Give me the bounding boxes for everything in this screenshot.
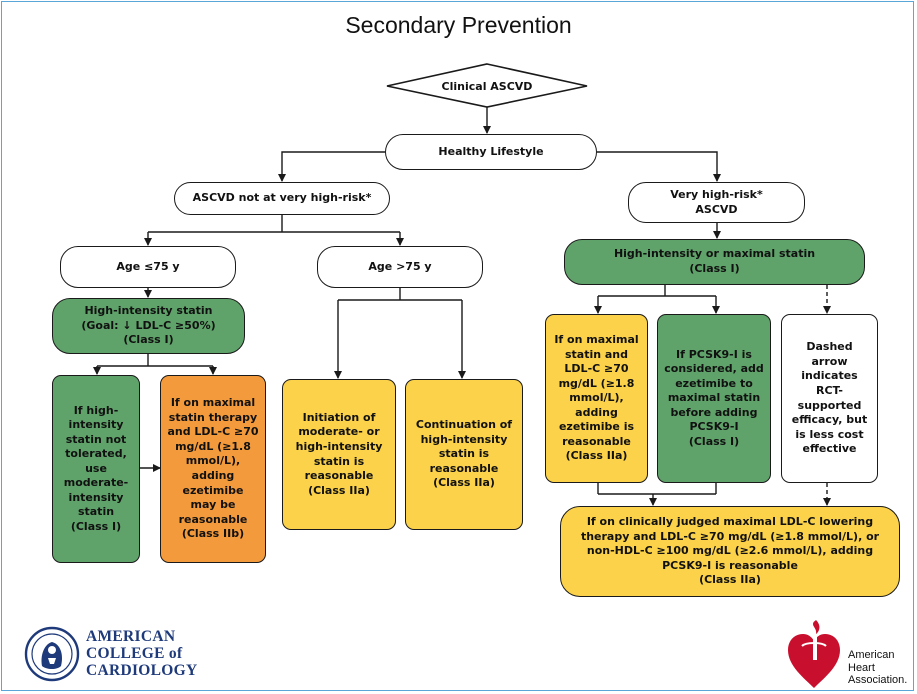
- pcsk9-considered-node: If PCSK9-I is considered, add ezetimibe …: [657, 314, 771, 483]
- node-line: (Goal: ↓ LDL-C ≥50%): [81, 318, 216, 332]
- not-very-high-risk-node: ASCVD not at very high-risk*: [174, 182, 390, 215]
- node-line: (Class I): [70, 519, 122, 533]
- node-line: reasonable: [429, 461, 499, 475]
- clinical-ascvd-diamond: [386, 63, 588, 108]
- node-line: ezetimibe to: [675, 376, 753, 390]
- node-line: high-intensity: [295, 439, 383, 453]
- healthy-lifestyle-node: Healthy Lifestyle: [385, 134, 597, 170]
- node-line: adding: [575, 405, 618, 419]
- high-or-max-statin-node: High-intensity or maximal statin (Class …: [564, 239, 865, 285]
- node-line: statin: [77, 505, 115, 519]
- node-line: (Class IIa): [565, 449, 628, 463]
- aha-logo: American Heart Association.: [782, 616, 912, 692]
- node-line: is less cost: [795, 427, 864, 441]
- age-gt75-node: Age >75 y: [317, 246, 483, 288]
- node-line: moderate-: [63, 476, 129, 490]
- node-line: (Class I): [688, 434, 740, 448]
- node-line: statin is: [313, 454, 365, 468]
- node-line: If on maximal: [554, 333, 639, 347]
- node-line: before adding: [670, 405, 758, 419]
- node-line: (Class I): [123, 333, 174, 347]
- continuation-high-node: Continuation of high-intensity statin is…: [405, 379, 523, 530]
- node-line: reasonable: [562, 434, 631, 448]
- node-line: use: [85, 461, 107, 475]
- initiation-moderate-node: Initiation of moderate- or high-intensit…: [282, 379, 396, 530]
- arrow-lifestyle-to-very-high: [597, 151, 721, 182]
- aha-logo-line: Association.: [848, 674, 908, 686]
- node-line: (Class IIa): [433, 476, 495, 490]
- pcsk9-final-node: If on clinically judged maximal LDL-C lo…: [560, 506, 900, 597]
- node-line: arrow: [811, 354, 848, 368]
- aha-heart-torch-icon: [788, 620, 840, 688]
- node-line: Continuation of: [415, 418, 513, 432]
- node-line: reasonable: [178, 512, 248, 526]
- acc-logo-line: CARDIOLOGY: [86, 662, 198, 679]
- node-line: intensity: [68, 490, 124, 504]
- node-line: high-intensity: [420, 432, 508, 446]
- acc-logo: AMERICAN COLLEGE of CARDIOLOGY: [24, 626, 214, 686]
- diagram-title: Secondary Prevention: [345, 12, 572, 38]
- node-line: may be: [190, 498, 236, 512]
- node-line: ezetimibe is: [558, 420, 635, 434]
- node-line: non-HDL-C ≥100 mg/dL (≥2.6 mmol/L), addi…: [586, 544, 874, 558]
- node-line: maximal statin: [667, 391, 761, 405]
- node-line: effective: [802, 442, 857, 456]
- node-line: RCT-: [815, 383, 843, 397]
- node-line: If on maximal: [170, 396, 256, 410]
- node-line: (Class IIb): [181, 527, 245, 541]
- very-high-risk-line: ASCVD: [695, 202, 738, 216]
- arrow-lifestyle-to-not-very-high: [278, 151, 385, 182]
- node-line: reasonable: [304, 469, 374, 483]
- node-line: Initiation of: [302, 410, 376, 424]
- clinical-ascvd-label: Clinical ASCVD: [441, 79, 533, 93]
- node-line: mmol/L),: [185, 454, 241, 468]
- maximal-therapy-ezetimibe-node: If on maximal statin therapy and LDL-C ≥…: [160, 375, 266, 563]
- node-line: statin not: [65, 432, 127, 446]
- node-line: mg/dL (≥1.8: [175, 439, 251, 453]
- node-line: intensity: [68, 418, 124, 432]
- node-line: If high-: [73, 403, 119, 417]
- node-line: If on clinically judged maximal LDL-C lo…: [586, 515, 874, 529]
- node-line: PCSK9-I is reasonable: [662, 558, 798, 572]
- node-line: (Class IIa): [308, 483, 370, 497]
- node-line: efficacy, but: [791, 413, 868, 427]
- node-line: tolerated,: [65, 447, 127, 461]
- node-line: therapy and LDL-C ≥70 mg/dL (≥1.8 mmol/L…: [580, 529, 880, 543]
- node-line: (Class IIa): [699, 573, 761, 587]
- age-le75-node: Age ≤75 y: [60, 246, 236, 288]
- dashed-arrow-note: Dashed arrow indicates RCT- supported ef…: [781, 314, 878, 483]
- node-line: High-intensity statin: [84, 304, 213, 318]
- node-line: mg/dL (≥1.8: [558, 376, 635, 390]
- not-tolerated-node: If high- intensity statin not tolerated,…: [52, 375, 140, 563]
- node-line: PCSK9-I: [689, 420, 739, 434]
- aha-logo-line: American: [848, 649, 895, 661]
- node-line: indicates: [801, 369, 858, 383]
- very-high-risk-node: Very high-risk* ASCVD: [628, 182, 805, 223]
- node-line: statin and: [564, 347, 629, 361]
- node-line: If PCSK9-I is: [676, 347, 752, 361]
- node-line: considered, add: [664, 362, 764, 376]
- acc-logo-line: COLLEGE of: [86, 645, 183, 662]
- node-line: supported: [797, 398, 862, 412]
- node-line: statin therapy: [168, 410, 258, 424]
- node-line: moderate- or: [298, 425, 380, 439]
- node-line: adding: [191, 469, 235, 482]
- node-line: ezetimibe: [182, 483, 244, 497]
- very-high-risk-line: Very high-risk*: [670, 187, 763, 201]
- aha-logo-line: Heart: [848, 661, 875, 674]
- maximal-statin-ezetimibe-node: If on maximal statin and LDL-C ≥70 mg/dL…: [545, 314, 648, 483]
- acc-seal-icon: [24, 626, 80, 682]
- node-line: statin is: [438, 447, 490, 461]
- node-line: LDL-C ≥70: [564, 362, 629, 376]
- node-line: mmol/L),: [569, 391, 624, 405]
- high-intensity-statin-node: High-intensity statin (Goal: ↓ LDL-C ≥50…: [52, 298, 245, 354]
- acc-logo-line: AMERICAN: [86, 628, 176, 645]
- node-line: (Class I): [689, 262, 740, 275]
- node-line: High-intensity or maximal statin: [613, 247, 816, 261]
- node-line: and LDL-C ≥70: [167, 425, 259, 439]
- node-line: Dashed: [806, 340, 853, 354]
